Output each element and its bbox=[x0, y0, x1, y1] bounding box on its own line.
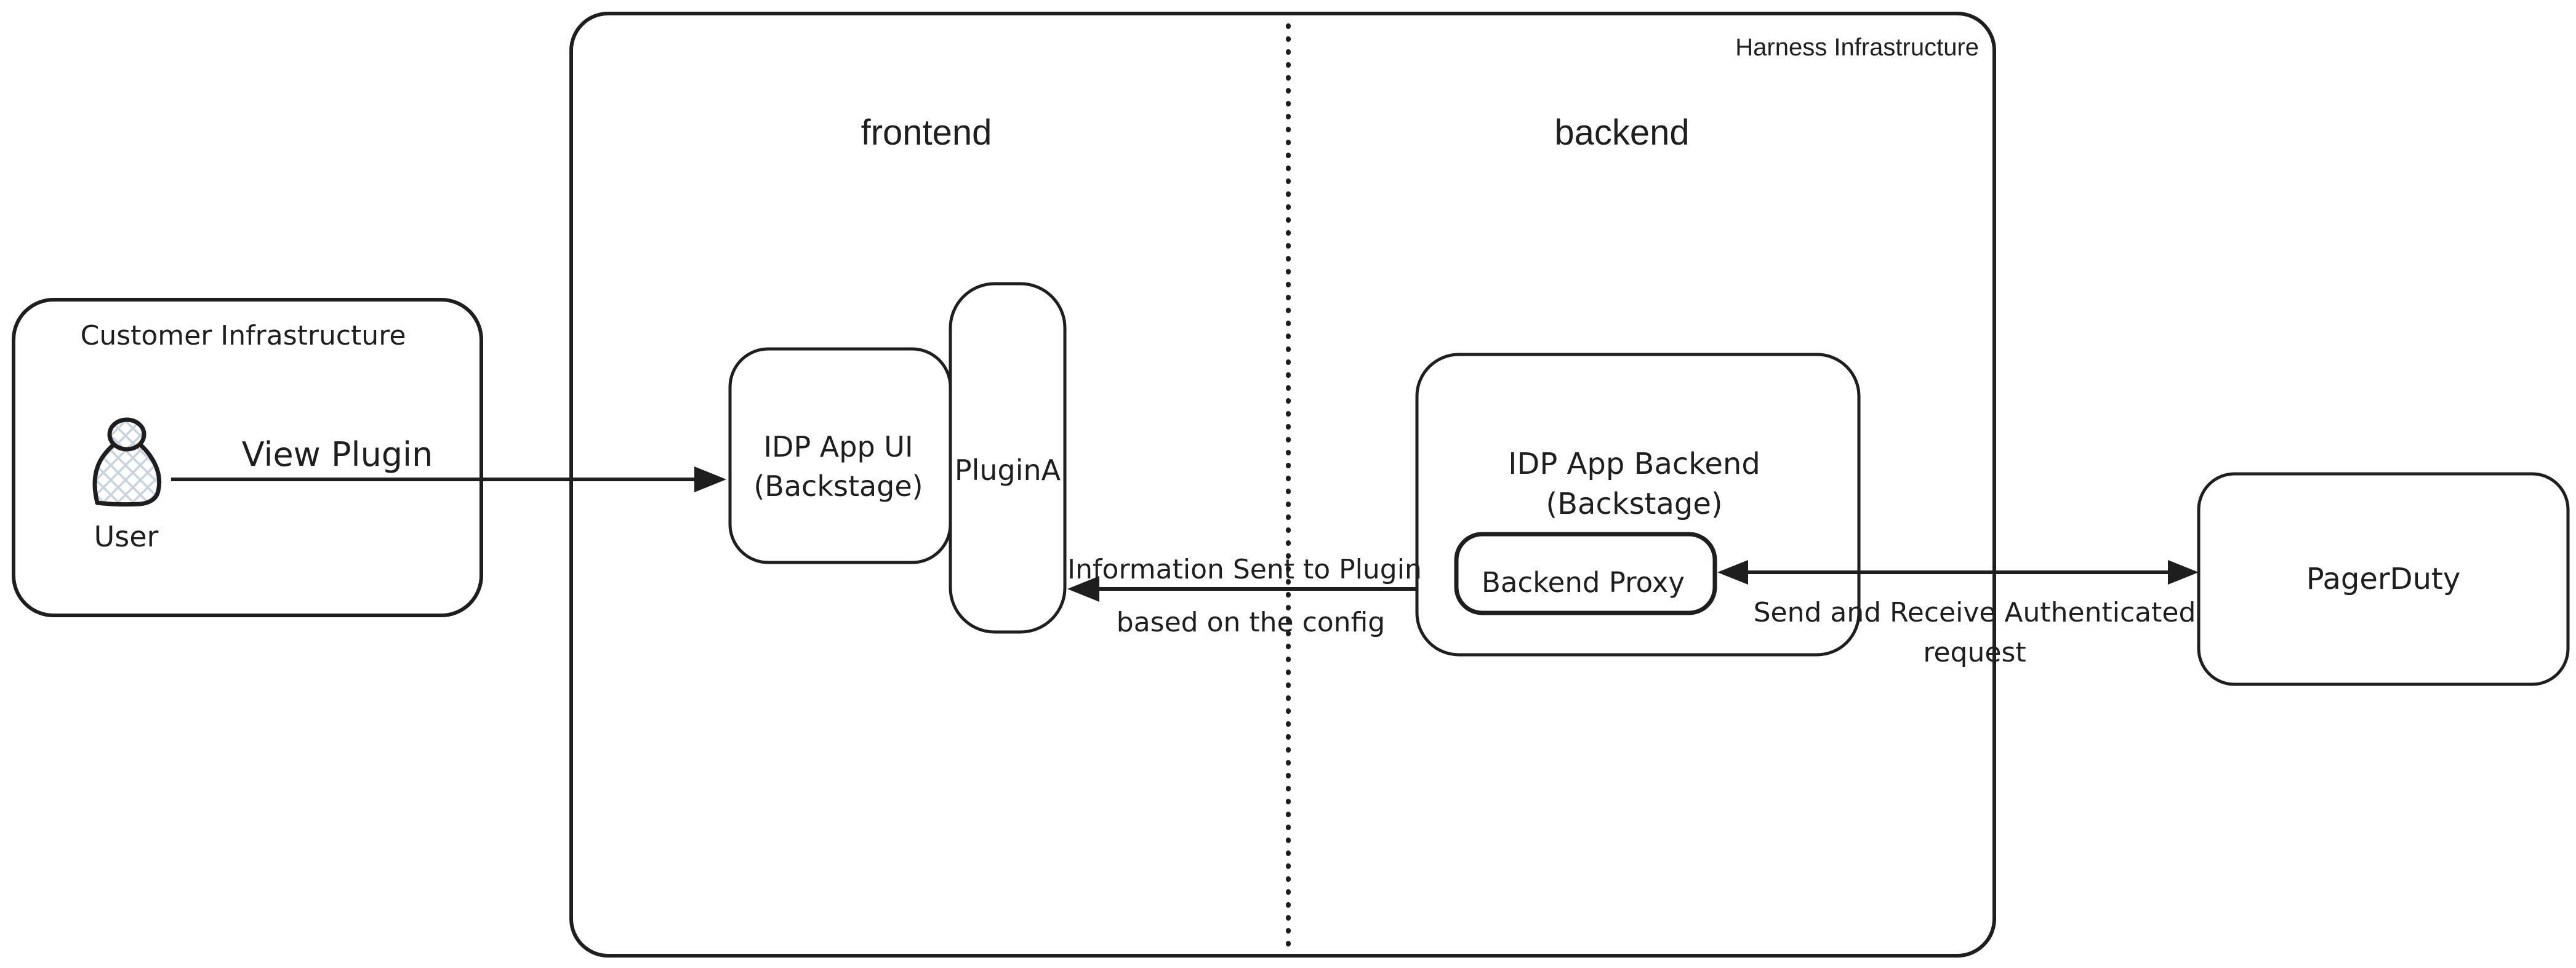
send-receive-label-line1: Send and Receive Authenticated bbox=[1754, 597, 2196, 628]
backend-section-label: backend bbox=[1554, 113, 1689, 153]
send-receive-arrowhead-left bbox=[1717, 560, 1748, 585]
pagerduty-box bbox=[2197, 472, 2570, 686]
harness-infrastructure-box bbox=[569, 12, 1996, 958]
pagerduty-node: PagerDuty bbox=[2197, 472, 2570, 686]
info-sent-label-line1: Information Sent to Plugin bbox=[1067, 554, 1422, 585]
send-receive-edge: Send and Receive Authenticated request bbox=[1717, 560, 2199, 668]
user-icon bbox=[92, 417, 162, 507]
send-receive-arrowhead-right bbox=[2168, 560, 2199, 585]
harness-infrastructure-label: Harness Infrastructure bbox=[1735, 34, 1979, 61]
customer-infrastructure-box bbox=[12, 298, 483, 617]
info-sent-label-line2: based on the config bbox=[1117, 607, 1385, 638]
plugin-a-label: PluginA bbox=[955, 454, 1061, 487]
send-receive-label-line2: request bbox=[1923, 637, 2026, 668]
backend-proxy-node: Backend Proxy bbox=[1454, 532, 1717, 615]
customer-infrastructure-label: Customer Infrastructure bbox=[81, 320, 406, 351]
view-plugin-edge: View Plugin bbox=[171, 435, 726, 492]
idp-app-ui-label-line2: (Backstage) bbox=[753, 470, 923, 503]
harness-infrastructure-container: Harness Infrastructure frontend backend bbox=[569, 12, 1996, 958]
user-head bbox=[107, 417, 146, 452]
info-sent-arrowhead bbox=[1067, 576, 1099, 602]
idp-app-ui-label-line1: IDP App UI bbox=[763, 430, 913, 463]
idp-app-backend-node: IDP App Backend (Backstage) Backend Prox… bbox=[1415, 353, 1861, 657]
idp-app-backend-label-line1: IDP App Backend bbox=[1508, 447, 1760, 481]
user-label: User bbox=[94, 520, 159, 553]
backend-proxy-label: Backend Proxy bbox=[1482, 566, 1685, 599]
view-plugin-arrowhead bbox=[694, 466, 726, 492]
user-body bbox=[92, 436, 162, 507]
pagerduty-label: PagerDuty bbox=[2306, 562, 2461, 596]
backend-proxy-box bbox=[1454, 532, 1717, 615]
idp-app-backend-label-line2: (Backstage) bbox=[1546, 487, 1722, 521]
plugin-a-node: PluginA bbox=[949, 282, 1067, 634]
idp-app-ui-node: IDP App UI (Backstage) bbox=[728, 347, 952, 564]
plugin-a-box bbox=[949, 282, 1067, 634]
customer-infrastructure-container: Customer Infrastructure User bbox=[12, 298, 483, 617]
view-plugin-label: View Plugin bbox=[242, 435, 433, 474]
frontend-section-label: frontend bbox=[861, 113, 992, 153]
info-sent-edge: Information Sent to Plugin based on the … bbox=[1067, 554, 1422, 638]
